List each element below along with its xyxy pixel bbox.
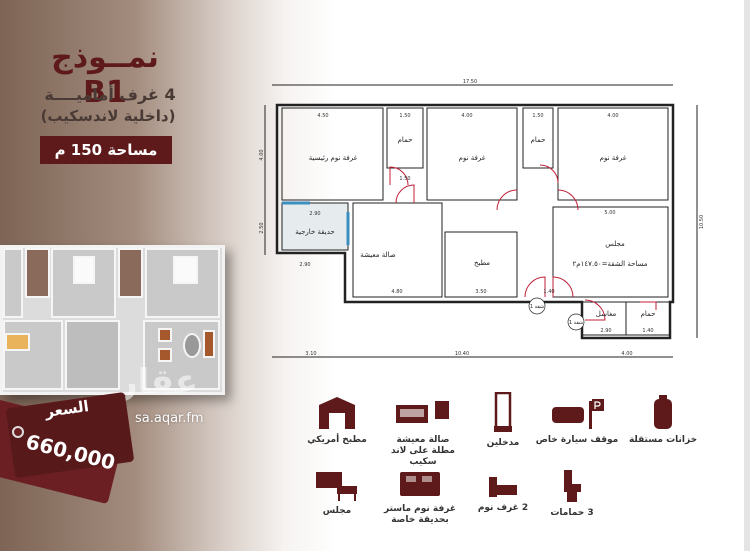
watermark-logo: عقار bbox=[118, 362, 199, 402]
amenity-two-entrances: مدخلين bbox=[458, 392, 548, 449]
amenity-majlis: مجلس bbox=[292, 468, 382, 517]
dim-top-2: 1.50 bbox=[399, 113, 410, 119]
amenity-bedrooms: 2 غرف نوم bbox=[458, 473, 548, 514]
model-title: نمــوذج B1 bbox=[51, 40, 159, 110]
3d-floor-render bbox=[0, 245, 225, 395]
double-bed-icon bbox=[400, 472, 440, 496]
dim-wash: 2.90 bbox=[600, 328, 611, 334]
room-kitchen: مطبخ bbox=[474, 259, 490, 267]
majlis-icon bbox=[316, 472, 357, 501]
dim-top-3: 4.00 bbox=[461, 113, 472, 119]
amenity-label: صالة معيشة bbox=[396, 435, 450, 445]
parking-icon bbox=[552, 399, 604, 429]
entrance-2-label: شقة 1 bbox=[569, 320, 583, 326]
room-majlis: مجلس bbox=[605, 240, 625, 248]
amenity-label-2: مطلة على لاند سكيب bbox=[391, 446, 455, 467]
dim-top-1: 4.50 bbox=[317, 113, 328, 119]
room-washbasins: مغاسل bbox=[596, 310, 617, 318]
apartment-area-label: مساحة الشقة=١٤٧.٥٠م٢ bbox=[572, 260, 647, 268]
dim-left-2: 2.50 bbox=[259, 222, 265, 233]
kitchen-icon bbox=[319, 397, 355, 429]
room-garden: حديقة خارجية bbox=[295, 228, 335, 236]
amenity-label-2: بحديقة خاصة bbox=[391, 515, 449, 525]
amenity-label: مجلس bbox=[322, 506, 352, 516]
dim-garden-b: 2.90 bbox=[299, 262, 310, 268]
area-badge: مساحة 150 م bbox=[40, 136, 172, 164]
amenity-water-tanks: خزانات مستقلة bbox=[618, 395, 708, 446]
sofa-tv-icon bbox=[396, 401, 449, 423]
entrance-1-label: شقة 1 bbox=[530, 304, 544, 310]
room-master-bedroom: غرفة نوم رئيسية bbox=[309, 154, 358, 162]
amenity-label: خزانات مستقلة bbox=[628, 435, 698, 445]
dim-bath1: 1.50 bbox=[399, 176, 410, 182]
bed-icon bbox=[489, 477, 517, 497]
amenity-label: 2 غرف نوم bbox=[477, 503, 529, 513]
dim-total-width: 17.50 bbox=[463, 79, 477, 85]
amenity-parking: موقف سيارة خاص bbox=[532, 395, 622, 446]
amenity-label: 3 حمامات bbox=[550, 508, 594, 518]
dim-corridor: 1.40 bbox=[543, 289, 554, 295]
room-bath-3: حمام bbox=[641, 310, 656, 318]
front-rooms-subtitle: 4 غرف أماميــــة bbox=[44, 85, 176, 104]
dim-total-depth: 10.50 bbox=[699, 215, 705, 229]
dim-bottom-1: 3.10 bbox=[305, 351, 316, 357]
dim-top-4: 1.50 bbox=[532, 113, 543, 119]
floor-plan: غرفة نوم رئيسية حمام غرفة نوم حمام غرفة … bbox=[259, 79, 705, 358]
tag-hole-icon bbox=[12, 426, 24, 438]
room-bath-1: حمام bbox=[398, 136, 413, 144]
dim-bottom-2: 10.40 bbox=[455, 351, 469, 357]
room-bath-2: حمام bbox=[531, 136, 546, 144]
dim-left-1: 4.00 bbox=[259, 149, 265, 160]
dim-bath3: 1.40 bbox=[642, 328, 653, 334]
room-living: صالة معيشة bbox=[360, 251, 395, 259]
amenity-label: غرفة نوم ماستر bbox=[383, 504, 457, 514]
garden-area bbox=[281, 202, 349, 251]
dim-kitchen: 3.50 bbox=[475, 289, 486, 295]
amenity-label: مدخلين bbox=[486, 438, 520, 448]
amenity-living-room: صالة معيشة مطلة على لاند سكيب bbox=[378, 395, 468, 468]
water-tank-icon bbox=[654, 395, 672, 429]
amenity-master-bedroom: غرفة نوم ماستر بحديقة خاصة bbox=[375, 468, 465, 526]
edge-strip bbox=[744, 0, 750, 551]
watermark-url: sa.aqar.fm bbox=[135, 411, 204, 426]
dim-bottom-3: 4.00 bbox=[621, 351, 632, 357]
amenity-label: موقف سيارة خاص bbox=[535, 435, 619, 445]
dim-living: 4.80 bbox=[391, 289, 402, 295]
amenity-label: مطبخ أمريكي bbox=[307, 435, 367, 445]
dim-majlis: 5.00 bbox=[604, 210, 615, 216]
amenity-bathrooms: 3 حمامات bbox=[527, 468, 617, 519]
room-bedroom-2: غرفة نوم bbox=[600, 154, 627, 162]
landscape-subtitle: (داخلية لاندسكيب) bbox=[40, 107, 176, 125]
door-icon bbox=[494, 392, 512, 432]
amenity-american-kitchen: مطبخ أمريكي bbox=[292, 395, 382, 446]
toilet-icon bbox=[564, 470, 581, 502]
room-bedroom-1: غرفة نوم bbox=[459, 154, 486, 162]
dim-garden-w: 2.90 bbox=[309, 211, 320, 217]
dim-top-5: 4.00 bbox=[607, 113, 618, 119]
